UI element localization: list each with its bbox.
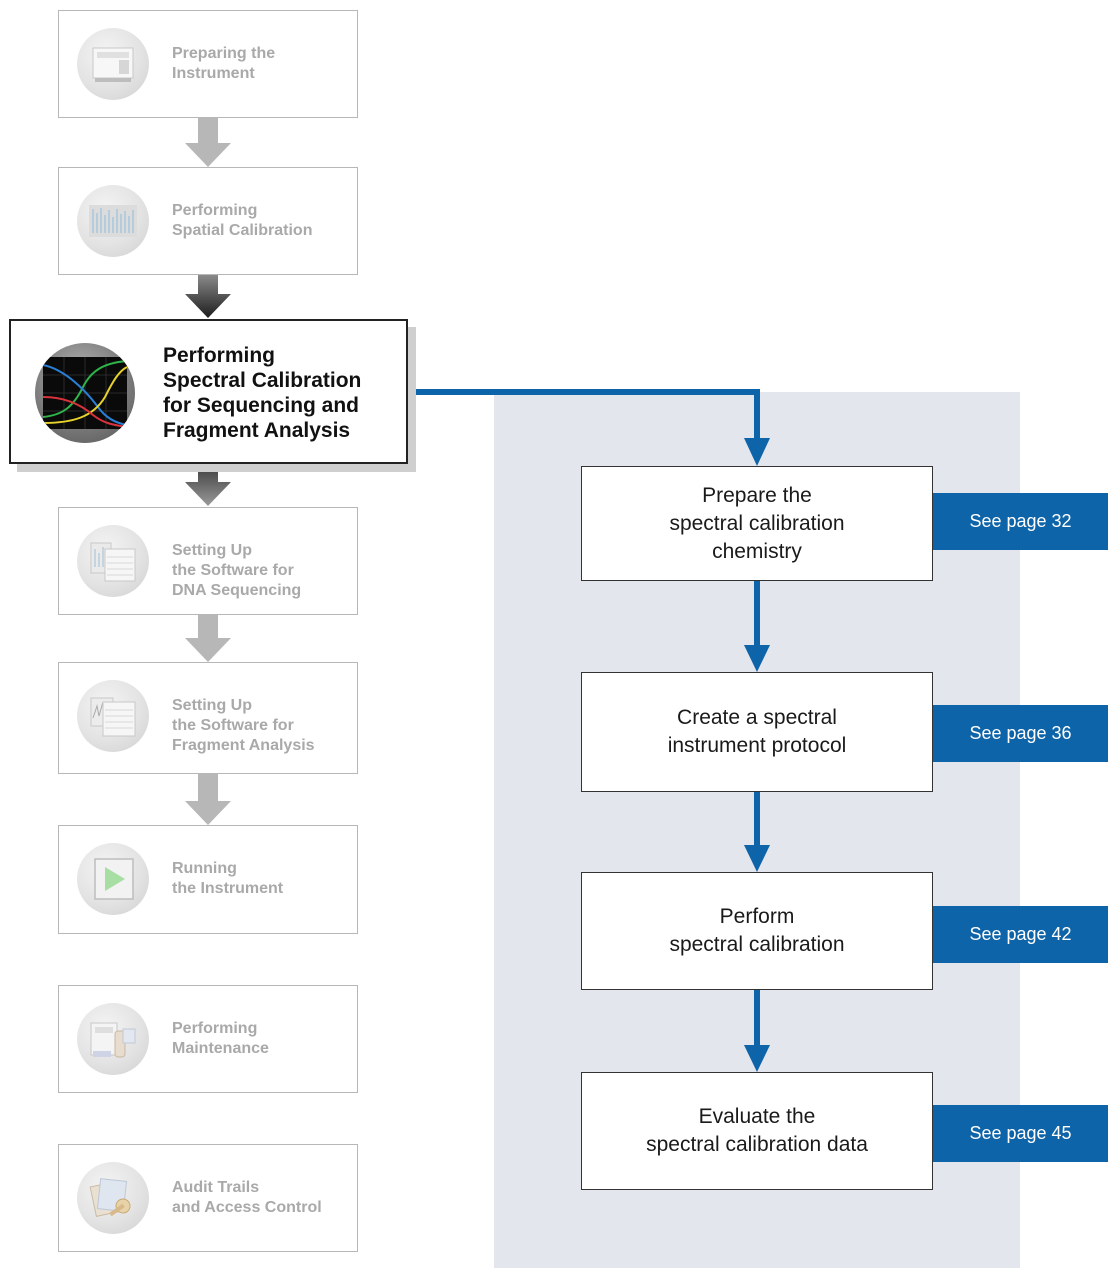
software-fragment-icon bbox=[77, 680, 149, 752]
workflow-step-running-instrument[interactable]: Running the Instrument bbox=[58, 825, 358, 934]
maintenance-icon bbox=[77, 1003, 149, 1075]
see-page-link-32[interactable]: See page 32 bbox=[933, 493, 1108, 550]
workflow-step-software-fragment-analysis[interactable]: Setting Up the Software for Fragment Ana… bbox=[58, 662, 358, 774]
arrow-into-substep-1 bbox=[744, 438, 770, 466]
substep-perform-calibration[interactable]: Perform spectral calibration bbox=[581, 872, 933, 990]
arrow-down-4 bbox=[185, 615, 231, 662]
see-page-link-36[interactable]: See page 36 bbox=[933, 705, 1108, 762]
step-label: Audit Trails and Access Control bbox=[172, 1179, 322, 1216]
step-label: Performing Maintenance bbox=[172, 1020, 269, 1057]
step-label: Running the Instrument bbox=[172, 860, 284, 897]
software-sequencing-icon bbox=[77, 525, 149, 597]
workflow-step-preparing-instrument[interactable]: Preparing the Instrument bbox=[58, 10, 358, 118]
see-page-link-42[interactable]: See page 42 bbox=[933, 906, 1108, 963]
spatial-calibration-icon bbox=[77, 185, 149, 257]
see-page-link-45[interactable]: See page 45 bbox=[933, 1105, 1108, 1162]
workflow-step-spatial-calibration[interactable]: Performing Spatial Calibration bbox=[58, 167, 358, 275]
substep-create-protocol[interactable]: Create a spectral instrument protocol bbox=[581, 672, 933, 792]
arrow-down-1 bbox=[185, 118, 231, 167]
step-label: Preparing the Instrument bbox=[172, 45, 276, 82]
arrow-down-5 bbox=[185, 774, 231, 825]
audit-trails-icon bbox=[77, 1162, 149, 1234]
step-label: Performing Spectral Calibration for Sequ… bbox=[163, 344, 362, 442]
step-label: Performing Spatial Calibration bbox=[172, 202, 313, 239]
instrument-icon bbox=[77, 28, 149, 100]
workflow-step-maintenance[interactable]: Performing Maintenance bbox=[58, 985, 358, 1093]
workflow-step-audit-trails[interactable]: Audit Trails and Access Control bbox=[58, 1144, 358, 1252]
substep-evaluate-data[interactable]: Evaluate the spectral calibration data bbox=[581, 1072, 933, 1190]
play-icon bbox=[77, 843, 149, 915]
workflow-step-software-dna-sequencing[interactable]: Setting Up the Software for DNA Sequenci… bbox=[58, 507, 358, 615]
arrow-into-substep-2 bbox=[744, 645, 770, 672]
arrow-down-3 bbox=[185, 464, 231, 506]
spectral-calibration-icon bbox=[35, 343, 135, 443]
substep-prepare-chemistry[interactable]: Prepare the spectral calibration chemist… bbox=[581, 466, 933, 581]
blue-connector bbox=[408, 389, 760, 442]
workflow-step-spectral-calibration[interactable]: Performing Spectral Calibration for Sequ… bbox=[9, 319, 408, 464]
arrow-down-2 bbox=[185, 275, 231, 318]
step-label: Setting Up the Software for DNA Sequenci… bbox=[172, 542, 302, 599]
arrow-into-substep-4 bbox=[744, 1045, 770, 1072]
arrow-into-substep-3 bbox=[744, 845, 770, 872]
step-label: Setting Up the Software for Fragment Ana… bbox=[172, 697, 315, 754]
